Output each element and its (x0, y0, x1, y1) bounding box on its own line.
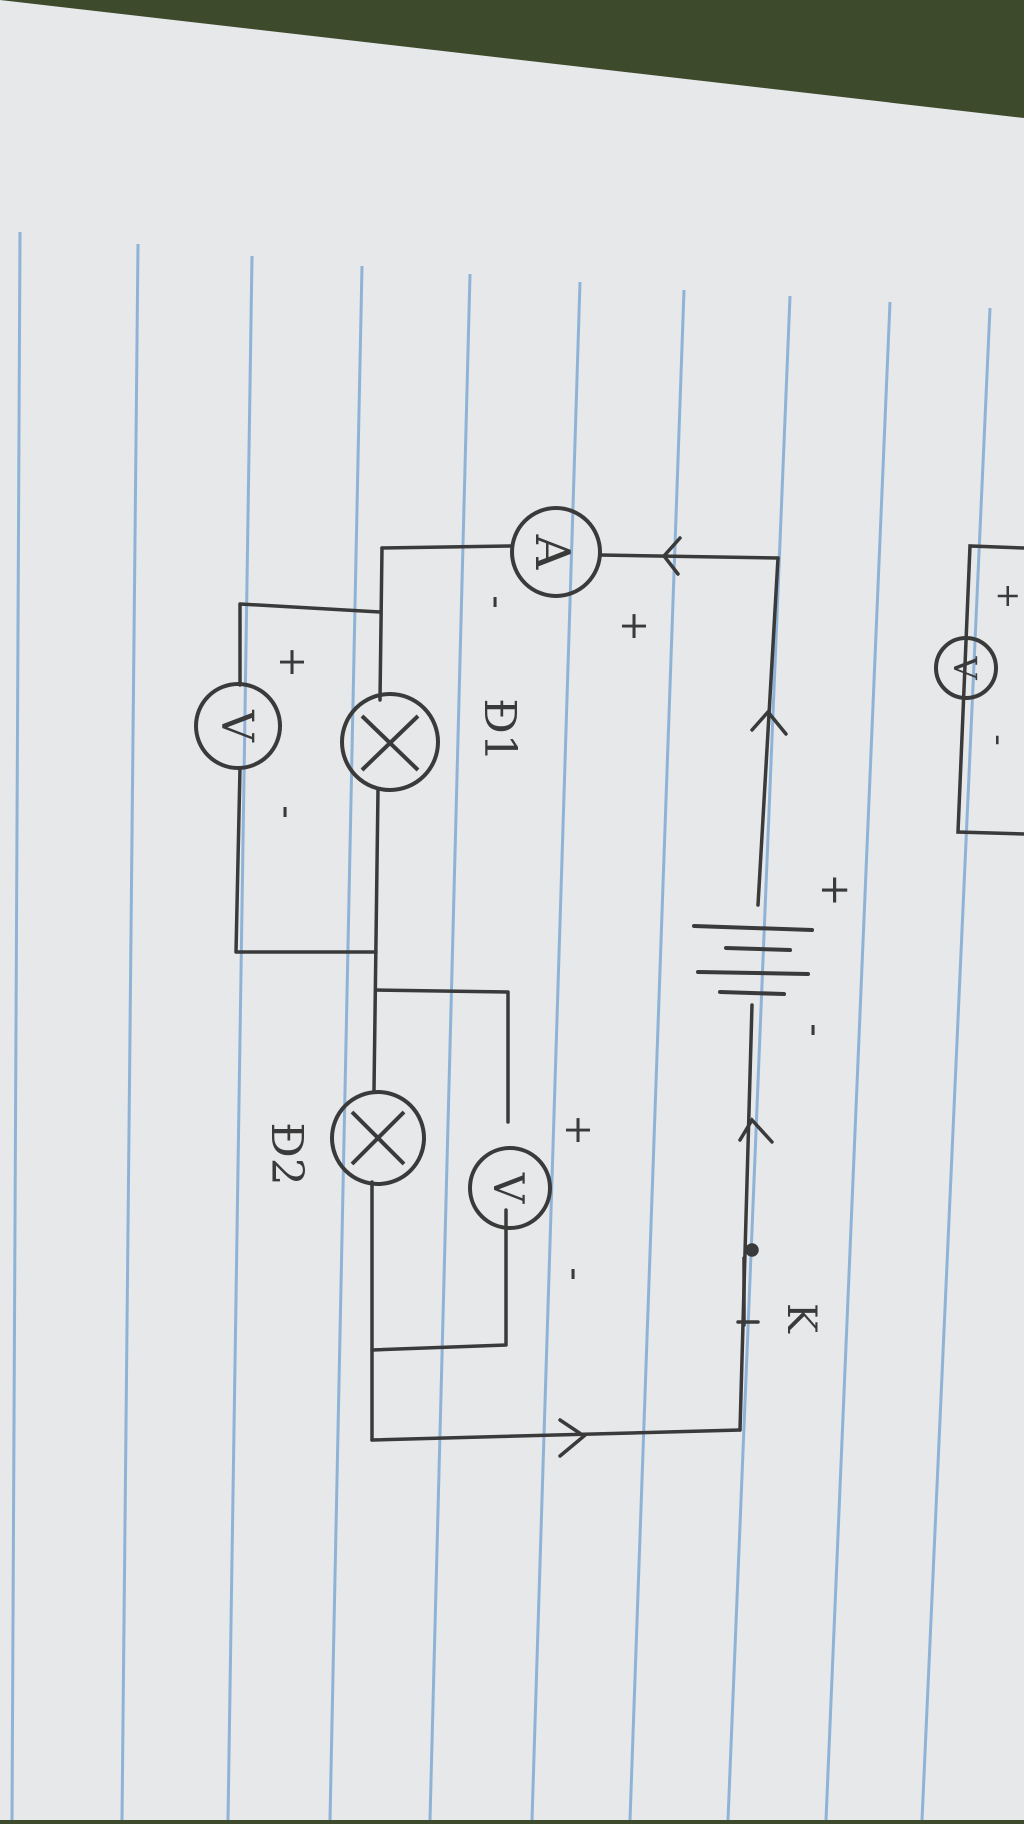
voltmeter-1-symbol: V (211, 709, 262, 743)
current-arrows (558, 536, 788, 1458)
rule-line (10, 231, 22, 1821)
arrow-top (661, 536, 682, 576)
arrow-right-rail (750, 709, 788, 736)
rule-line (428, 273, 472, 1821)
rule-line (726, 295, 792, 1821)
lamp-1-label: Đ1 (474, 698, 525, 762)
arrow-right-rail-lower (738, 1117, 774, 1144)
battery-plus: + (812, 873, 858, 907)
rule-line (226, 255, 254, 1821)
voltmeter-2-plus: + (557, 1114, 601, 1146)
edge-voltmeter-plus: + (990, 583, 1024, 610)
ammeter-minus: - (474, 595, 520, 609)
rule-line (328, 265, 364, 1821)
rule-lines (10, 231, 992, 1821)
ammeter-plus: + (613, 610, 657, 642)
ammeter: A + - (474, 506, 657, 642)
voltmeter-2-symbol: V (484, 1172, 533, 1204)
rule-line (920, 307, 992, 1821)
edge-voltmeter-minus: - (979, 734, 1019, 746)
rule-line (530, 281, 582, 1821)
edge-voltmeter-symbol: V (946, 655, 984, 680)
voltmeter-2: V + - (468, 1114, 601, 1281)
voltmeter-1: V + - (194, 646, 315, 819)
ammeter-symbol: A (524, 534, 580, 571)
lamp-1: Đ1 (340, 692, 525, 792)
voltmeter-2-minus: - (552, 1267, 598, 1281)
arrow-bottom (558, 1418, 587, 1458)
voltmeter-1-plus: + (271, 646, 315, 678)
switch (736, 1243, 760, 1327)
circuit-wires (234, 544, 780, 1442)
lamp-2-label: Đ2 (261, 1122, 312, 1186)
lamp-2: Đ2 (261, 1090, 426, 1186)
rule-line (120, 243, 140, 1821)
voltmeter-1-minus: - (264, 805, 310, 819)
battery-minus: - (792, 1023, 838, 1037)
edge-voltmeter: V + - (934, 544, 1024, 836)
rule-line (824, 301, 892, 1821)
switch-label: K (778, 1303, 824, 1334)
battery (692, 924, 814, 996)
